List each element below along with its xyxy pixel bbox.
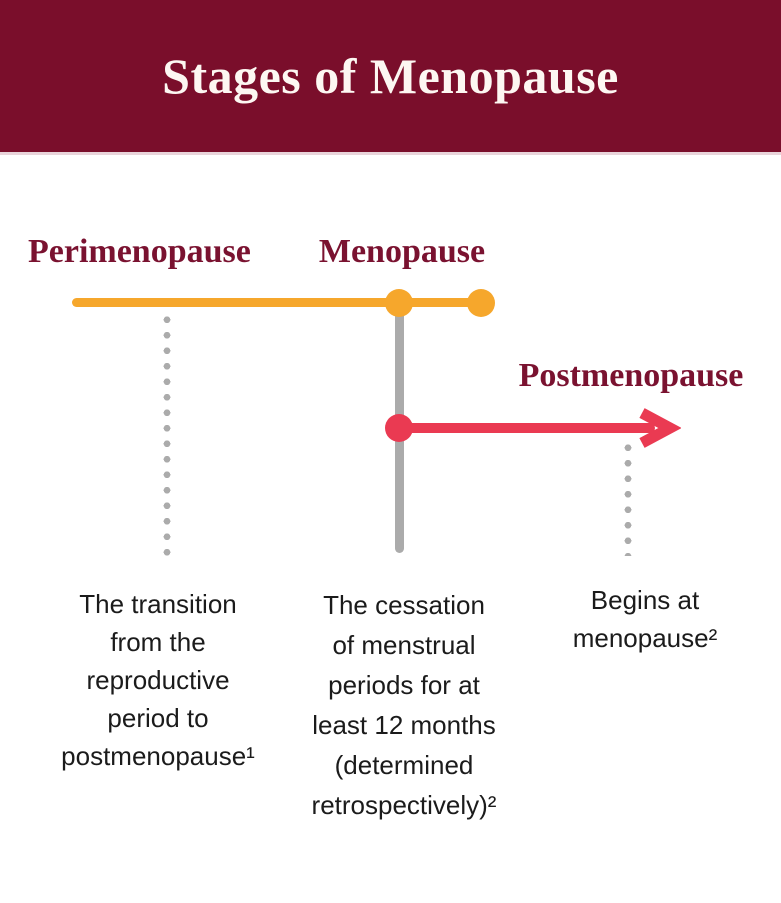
stage-desc-perimenopause: The transition from the reproductive per… xyxy=(32,585,284,775)
desc-line: periods for at xyxy=(328,670,480,700)
stage-desc-menopause: The cessation of menstrual periods for a… xyxy=(283,585,525,825)
desc-line: The transition xyxy=(79,589,237,619)
desc-line: (determined xyxy=(334,750,474,780)
stage-label-postmenopause: Postmenopause xyxy=(518,357,744,394)
desc-line: The cessation xyxy=(323,590,485,620)
desc-line: reproductive xyxy=(86,665,230,695)
desc-line: period to xyxy=(107,703,209,733)
timeline-end-dot xyxy=(467,289,495,317)
postmenopause-arrow-line xyxy=(399,423,655,433)
desc-line: postmenopause¹ xyxy=(61,741,255,771)
stage-label-perimenopause: Perimenopause xyxy=(28,233,251,270)
page-title: Stages of Menopause xyxy=(162,48,619,104)
postmenopause-dotted-guide xyxy=(624,440,632,556)
arrow-right-icon xyxy=(639,408,681,448)
postmenopause-start-dot xyxy=(385,414,413,442)
desc-line: Begins at xyxy=(590,585,700,615)
stage-desc-postmenopause: Begins at menopause² xyxy=(544,581,746,657)
desc-line: from the xyxy=(110,627,206,657)
menopause-marker-dot xyxy=(385,289,413,317)
desc-line: least 12 months xyxy=(312,710,496,740)
desc-line: retrospectively)² xyxy=(311,790,497,820)
perimenopause-timeline-bar xyxy=(72,298,485,307)
desc-line: menopause² xyxy=(572,623,718,653)
perimenopause-dotted-guide xyxy=(163,312,171,556)
header-band: Stages of Menopause xyxy=(0,0,781,155)
stage-label-menopause: Menopause xyxy=(318,233,486,270)
desc-line: of menstrual xyxy=(332,630,476,660)
